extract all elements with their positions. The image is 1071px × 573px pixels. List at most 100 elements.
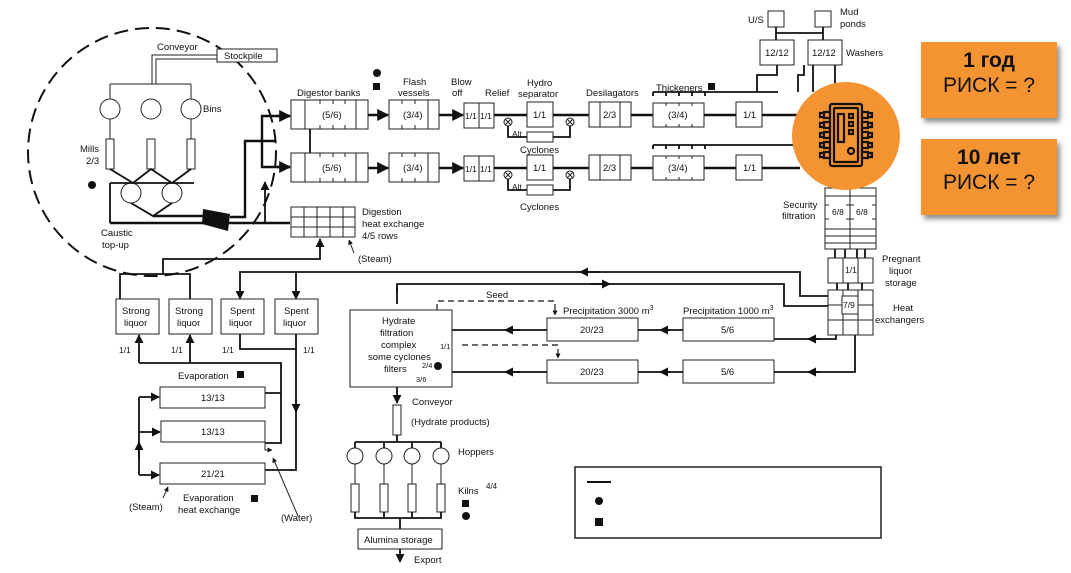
heat-exchanger-grid xyxy=(827,289,874,336)
digestion-heat-label: Digestion xyxy=(362,207,402,218)
blow-off-ratio: 1/1 xyxy=(465,111,477,121)
evap-hx-label-2: heat exchange xyxy=(178,505,240,516)
precip-3000-ratio: 20/23 xyxy=(580,367,604,378)
criticality-dot xyxy=(88,181,96,189)
kiln xyxy=(407,483,417,513)
mud-label: Mud xyxy=(840,7,858,18)
pregnant-label-2: liquor xyxy=(889,266,912,277)
caustic-label-2: top-up xyxy=(102,240,129,251)
hydro-separator xyxy=(526,101,554,128)
hopper xyxy=(346,447,364,465)
kilns-label: Kilns xyxy=(458,486,479,497)
bin xyxy=(180,98,202,120)
criticality-dot xyxy=(434,362,442,370)
relief-ratio: 1/1 xyxy=(480,164,492,174)
legend xyxy=(574,466,882,539)
evaporation-section: Evaporation 13/13 13/13 21/21 (Water) (S… xyxy=(129,371,312,524)
evap-hx-label: Evaporation xyxy=(183,493,234,504)
criticality-dot xyxy=(373,69,381,77)
evap-steam-label: (Steam) xyxy=(129,502,163,513)
heatex-label-2: exchangers xyxy=(875,315,924,326)
hydrate-label-5: filters xyxy=(384,364,407,375)
digestion-heat-label-3: 4/5 rows xyxy=(362,231,398,242)
hoppers-label: Hoppers xyxy=(458,447,494,458)
risk-value: РИСК = ? xyxy=(942,171,1036,194)
criticality-square xyxy=(708,83,715,90)
security-label: Security xyxy=(783,200,818,211)
strong-label: Strong xyxy=(122,306,150,317)
evaporator xyxy=(159,386,266,409)
criticality-square xyxy=(373,83,380,90)
bin xyxy=(140,98,162,120)
risk-card-1-year: 1 год РИСК = ? xyxy=(921,42,1057,118)
mud-ponds-box xyxy=(814,10,832,28)
chip-badge xyxy=(792,82,900,190)
superscript: 3 xyxy=(770,305,774,312)
us-box xyxy=(767,10,785,28)
digestor-banks-label: Digestor banks xyxy=(297,88,361,99)
precip-1000-ratio: 5/6 xyxy=(721,325,734,336)
hydro-separator-label: Hydro xyxy=(527,78,552,89)
caustic-label: Caustic xyxy=(101,228,133,239)
conveyor-label: Conveyor xyxy=(157,42,198,53)
washer xyxy=(807,39,843,66)
steam-label: (Steam) xyxy=(358,254,392,265)
ratio-label: 1/1 xyxy=(222,345,234,355)
precip-3000-text: Precipitation 3000 m xyxy=(563,306,650,317)
security-ratio: 6/8 xyxy=(832,207,844,217)
alumina-storage-label: Alumina storage xyxy=(364,535,433,546)
washer xyxy=(759,39,795,66)
after-ratio: 1/1 xyxy=(743,110,756,121)
washers-label: Washers xyxy=(846,48,883,59)
hydrate-filtration-complex xyxy=(349,309,453,388)
hydro-ratio: 1/1 xyxy=(533,163,546,174)
microchip-icon xyxy=(818,102,874,168)
spent-label: Spent xyxy=(284,306,309,317)
conveyor-line xyxy=(151,54,217,84)
hydro-ratio: 1/1 xyxy=(533,110,546,121)
criticality-square xyxy=(251,495,258,502)
hydrate-label: Hydrate xyxy=(382,316,415,327)
filtration-section: 6/8 6/8 Security filtration 1/1 Pregnant… xyxy=(239,187,924,377)
evaporator xyxy=(159,462,266,485)
calc-conveyor-label: Conveyor xyxy=(412,397,453,408)
pregnant-label: Pregnant xyxy=(882,254,921,265)
seed-label: Seed xyxy=(486,290,508,301)
cyclone xyxy=(161,182,183,204)
risk-period: 1 год xyxy=(963,49,1015,72)
criticality-square xyxy=(237,371,244,378)
bin-header xyxy=(109,83,192,100)
kiln xyxy=(350,483,360,513)
digestion-section: Digestor banks (5/6) (5/6) Flash vessels… xyxy=(280,69,510,265)
relief-label: Relief xyxy=(485,88,510,99)
security-ratio: 6/8 xyxy=(856,207,868,217)
mill xyxy=(146,138,156,170)
ratio-label: 1/1 xyxy=(119,345,131,355)
blow-off-label: Blow xyxy=(451,77,472,88)
precip-1000-label: Precipitation 1000 m3 xyxy=(683,305,774,317)
strong-label-2: liquor xyxy=(177,318,200,329)
thickener-ratio: (3/4) xyxy=(668,110,688,121)
alt-label: Alt xyxy=(512,182,523,192)
stockpile-label: Stockpile xyxy=(224,51,263,62)
hydro-separator xyxy=(526,154,554,181)
flash-vessel xyxy=(388,152,440,183)
pump xyxy=(202,209,230,231)
feed-boundary xyxy=(27,27,277,277)
digestor-bank xyxy=(290,99,369,130)
security-label-2: filtration xyxy=(782,211,815,222)
precip-1000-text: Precipitation 1000 m xyxy=(683,306,770,317)
kiln xyxy=(379,483,389,513)
precip-1000-ratio: 5/6 xyxy=(721,367,734,378)
separation-section: Hydro separator 1/1 1/1 Alt Alt Cyclones… xyxy=(494,7,883,213)
strong-liquor-tank xyxy=(168,298,213,335)
water-label: (Water) xyxy=(281,513,312,524)
risk-card-10-years: 10 лет РИСК = ? xyxy=(921,139,1057,215)
hydrate-label-3: complex xyxy=(381,340,417,351)
mills-label: Mills xyxy=(80,144,99,155)
kilns-ratio: 4/4 xyxy=(486,482,498,491)
after-ratio: 1/1 xyxy=(743,163,756,174)
cyclone-alt xyxy=(526,184,554,196)
superscript: 3 xyxy=(650,305,654,312)
cyclone xyxy=(120,182,142,204)
